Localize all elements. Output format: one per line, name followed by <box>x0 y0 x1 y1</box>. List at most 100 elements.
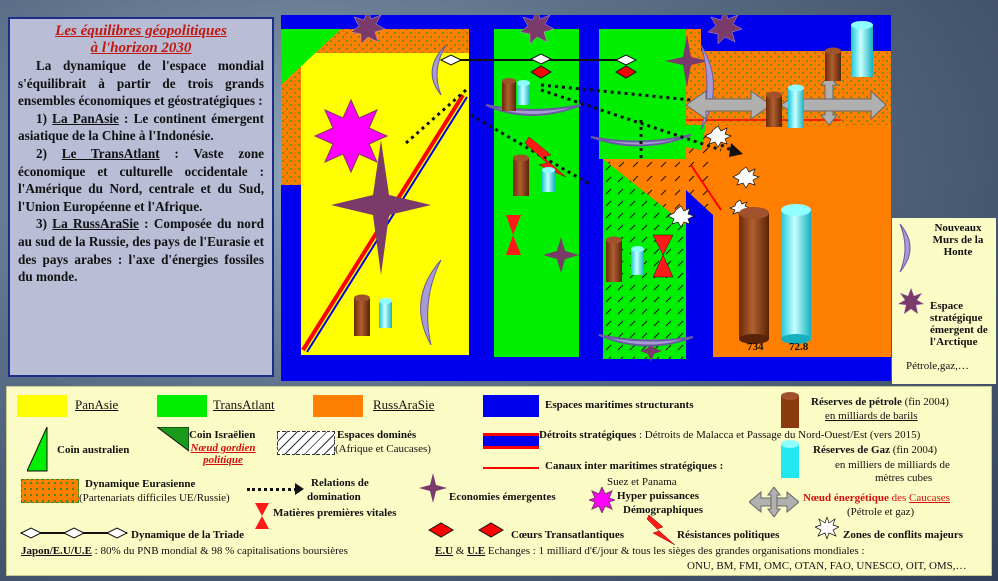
footer-triad-text: : 80% du PNB mondial & 98 % capitalisati… <box>94 545 348 557</box>
oil-cylinder-icon <box>825 47 841 81</box>
transatlant-europe <box>599 29 686 159</box>
dyn-eurasienne-label: Dynamique Eurasienne <box>85 478 196 490</box>
russarasie-swatch <box>313 395 363 417</box>
arctic-label: Espace stratégique émergent de l'Arctiqu… <box>930 300 988 348</box>
footer-right-text: Echanges : 1 milliard d'€/jour & tous le… <box>487 545 865 557</box>
espaces-domines-label: Espaces dominés <box>337 429 416 441</box>
noeud-energetique-title: Nœud énergétique <box>803 492 889 504</box>
diamond-icon <box>615 65 637 79</box>
gas-cylinder-icon <box>631 246 644 275</box>
gas-cylinder-icon <box>788 84 804 128</box>
strait-swatch <box>483 433 539 449</box>
arctic-sublabel: Pétrole,gaz,… <box>906 360 969 372</box>
arrow-head-icon <box>729 143 743 157</box>
eco-emergentes-label: Economies émergentes <box>449 491 556 503</box>
footer-eu: E.U <box>435 545 454 557</box>
footer-orgs: ONU, BM, FMI, OMC, OTAN, FAO, UNESCO, OI… <box>687 560 967 572</box>
gas-cylinder-icon <box>542 167 555 192</box>
oil-year: (fin 2004) <box>904 396 949 408</box>
arctic-sea <box>701 29 891 51</box>
arctic-star-icon <box>519 15 555 45</box>
item-number: 1) <box>36 110 47 126</box>
crescent-wall-icon <box>899 223 911 273</box>
double-arrow-icon <box>749 487 799 517</box>
gas-unit-2: mètres cubes <box>875 472 933 484</box>
item-name: La RussAraSie <box>52 216 139 232</box>
gas-value: 72.8 <box>789 341 809 353</box>
triangle-corner-icon <box>27 427 48 472</box>
crescent-wall-icon <box>431 44 447 96</box>
footer-right: E.U & U.E Echanges : 1 milliard d'€/jour… <box>435 545 865 557</box>
espaces-domines-sub: (Afrique et Caucases) <box>335 443 431 455</box>
canal-suez <box>690 164 722 211</box>
gas-unit-1: en milliers de milliards de <box>835 459 950 471</box>
four-point-star-icon <box>331 140 431 275</box>
gas-cylinder-icon <box>379 298 392 328</box>
panasie-swatch <box>17 395 67 417</box>
oil-cylinder-icon <box>606 236 622 282</box>
item-transatlant: 2) Le TransAtlant : Vaste zone économiqu… <box>18 145 264 215</box>
triangle-corner-icon <box>281 29 341 85</box>
item-name: La PanAsie <box>52 110 119 126</box>
detroits-title: Détroits stratégiques <box>539 429 637 441</box>
four-point-star-icon <box>665 35 709 87</box>
canaux-label: Canaux inter maritimes stratégiques : <box>545 460 723 472</box>
panasie-label: PanAsie <box>75 397 119 412</box>
gas-cylinder-icon <box>781 204 811 344</box>
item-russarasie: 3) La RussAraSie : Composée du nord au s… <box>18 215 264 285</box>
geopolitical-map: 734 72.8 <box>281 15 891 381</box>
intro-text-box: Les équilibres géopolitiques à l'horizon… <box>8 17 274 377</box>
maritime-label: Espaces maritimes structurants <box>545 399 694 411</box>
coin-israel-label: Coin Israëlien <box>189 429 256 441</box>
lightning-icon <box>647 515 676 545</box>
crescent-wall-icon <box>598 334 694 347</box>
coin-australien-label: Coin australien <box>57 444 130 456</box>
arctic-star-icon <box>707 15 743 45</box>
diamond-icon <box>530 65 552 79</box>
oil-cylinder-icon <box>513 154 529 196</box>
detroits-sub: : Détroits de Malacca et Passage du Nord… <box>639 429 921 441</box>
transatlant-swatch <box>157 395 207 417</box>
arctic-star-icon <box>898 288 924 314</box>
side-legend: Nouveaux Murs de la Honte Espace stratég… <box>892 218 996 384</box>
noeud-energetique-sub: (Pétrole et gaz) <box>847 506 915 518</box>
domination-arrows <box>405 83 742 187</box>
eight-point-star-icon <box>589 487 615 513</box>
triad-swatch <box>19 527 129 539</box>
oil-cylinder-icon <box>739 207 769 344</box>
hyper-label-2: Démographiques <box>623 504 704 516</box>
four-point-star-icon <box>419 473 447 503</box>
title-line-1: Les équilibres géopolitiques <box>55 23 227 39</box>
gas-title: Réserves de Gaz (fin 2004) <box>813 444 937 456</box>
oil-title: Réserves de pétrole (fin 2004) <box>811 396 949 408</box>
dominated-space <box>603 159 686 225</box>
item-number: 3) <box>36 216 47 232</box>
arrow-head-icon <box>295 483 304 495</box>
coeurs-label: Cœurs Transatlantiques <box>511 529 624 541</box>
noeud-energetique-caucases: Caucases <box>909 492 950 504</box>
gas-cylinder-icon <box>851 21 873 77</box>
maritime-swatch <box>483 395 539 417</box>
gas-title-text: Réserves de Gaz <box>813 444 890 456</box>
crescent-wall-icon <box>590 134 692 147</box>
relations-label-2: domination <box>307 491 361 503</box>
canaux-sub: Suez et Panama <box>607 476 677 488</box>
diamond-icon <box>529 53 553 65</box>
gas-cylinder-icon <box>781 440 799 478</box>
title-line-2: à l'horizon 2030 <box>90 40 192 56</box>
crescent-wall-icon <box>420 259 442 346</box>
item-text: : Le continent émergent asiatique de la … <box>18 110 264 144</box>
resistances-label: Résistances politiques <box>677 529 780 541</box>
oil-cylinder-icon <box>781 392 799 428</box>
crescent-wall-icon <box>700 44 714 131</box>
oil-value: 734 <box>747 341 764 353</box>
triad-label: Dynamique de la Triade <box>131 529 244 541</box>
hyper-label-1: Hyper puissances <box>617 490 700 502</box>
oil-cylinder-icon <box>354 294 370 336</box>
gas-year: (fin 2004) <box>892 444 938 456</box>
footer-ue: U.E <box>467 545 486 557</box>
oil-unit: en milliards de barils <box>825 410 918 422</box>
relations-label-1: Relations de <box>311 477 369 489</box>
hourglass-icon <box>255 503 269 529</box>
oil-title-text: Réserves de pétrole <box>811 396 902 408</box>
